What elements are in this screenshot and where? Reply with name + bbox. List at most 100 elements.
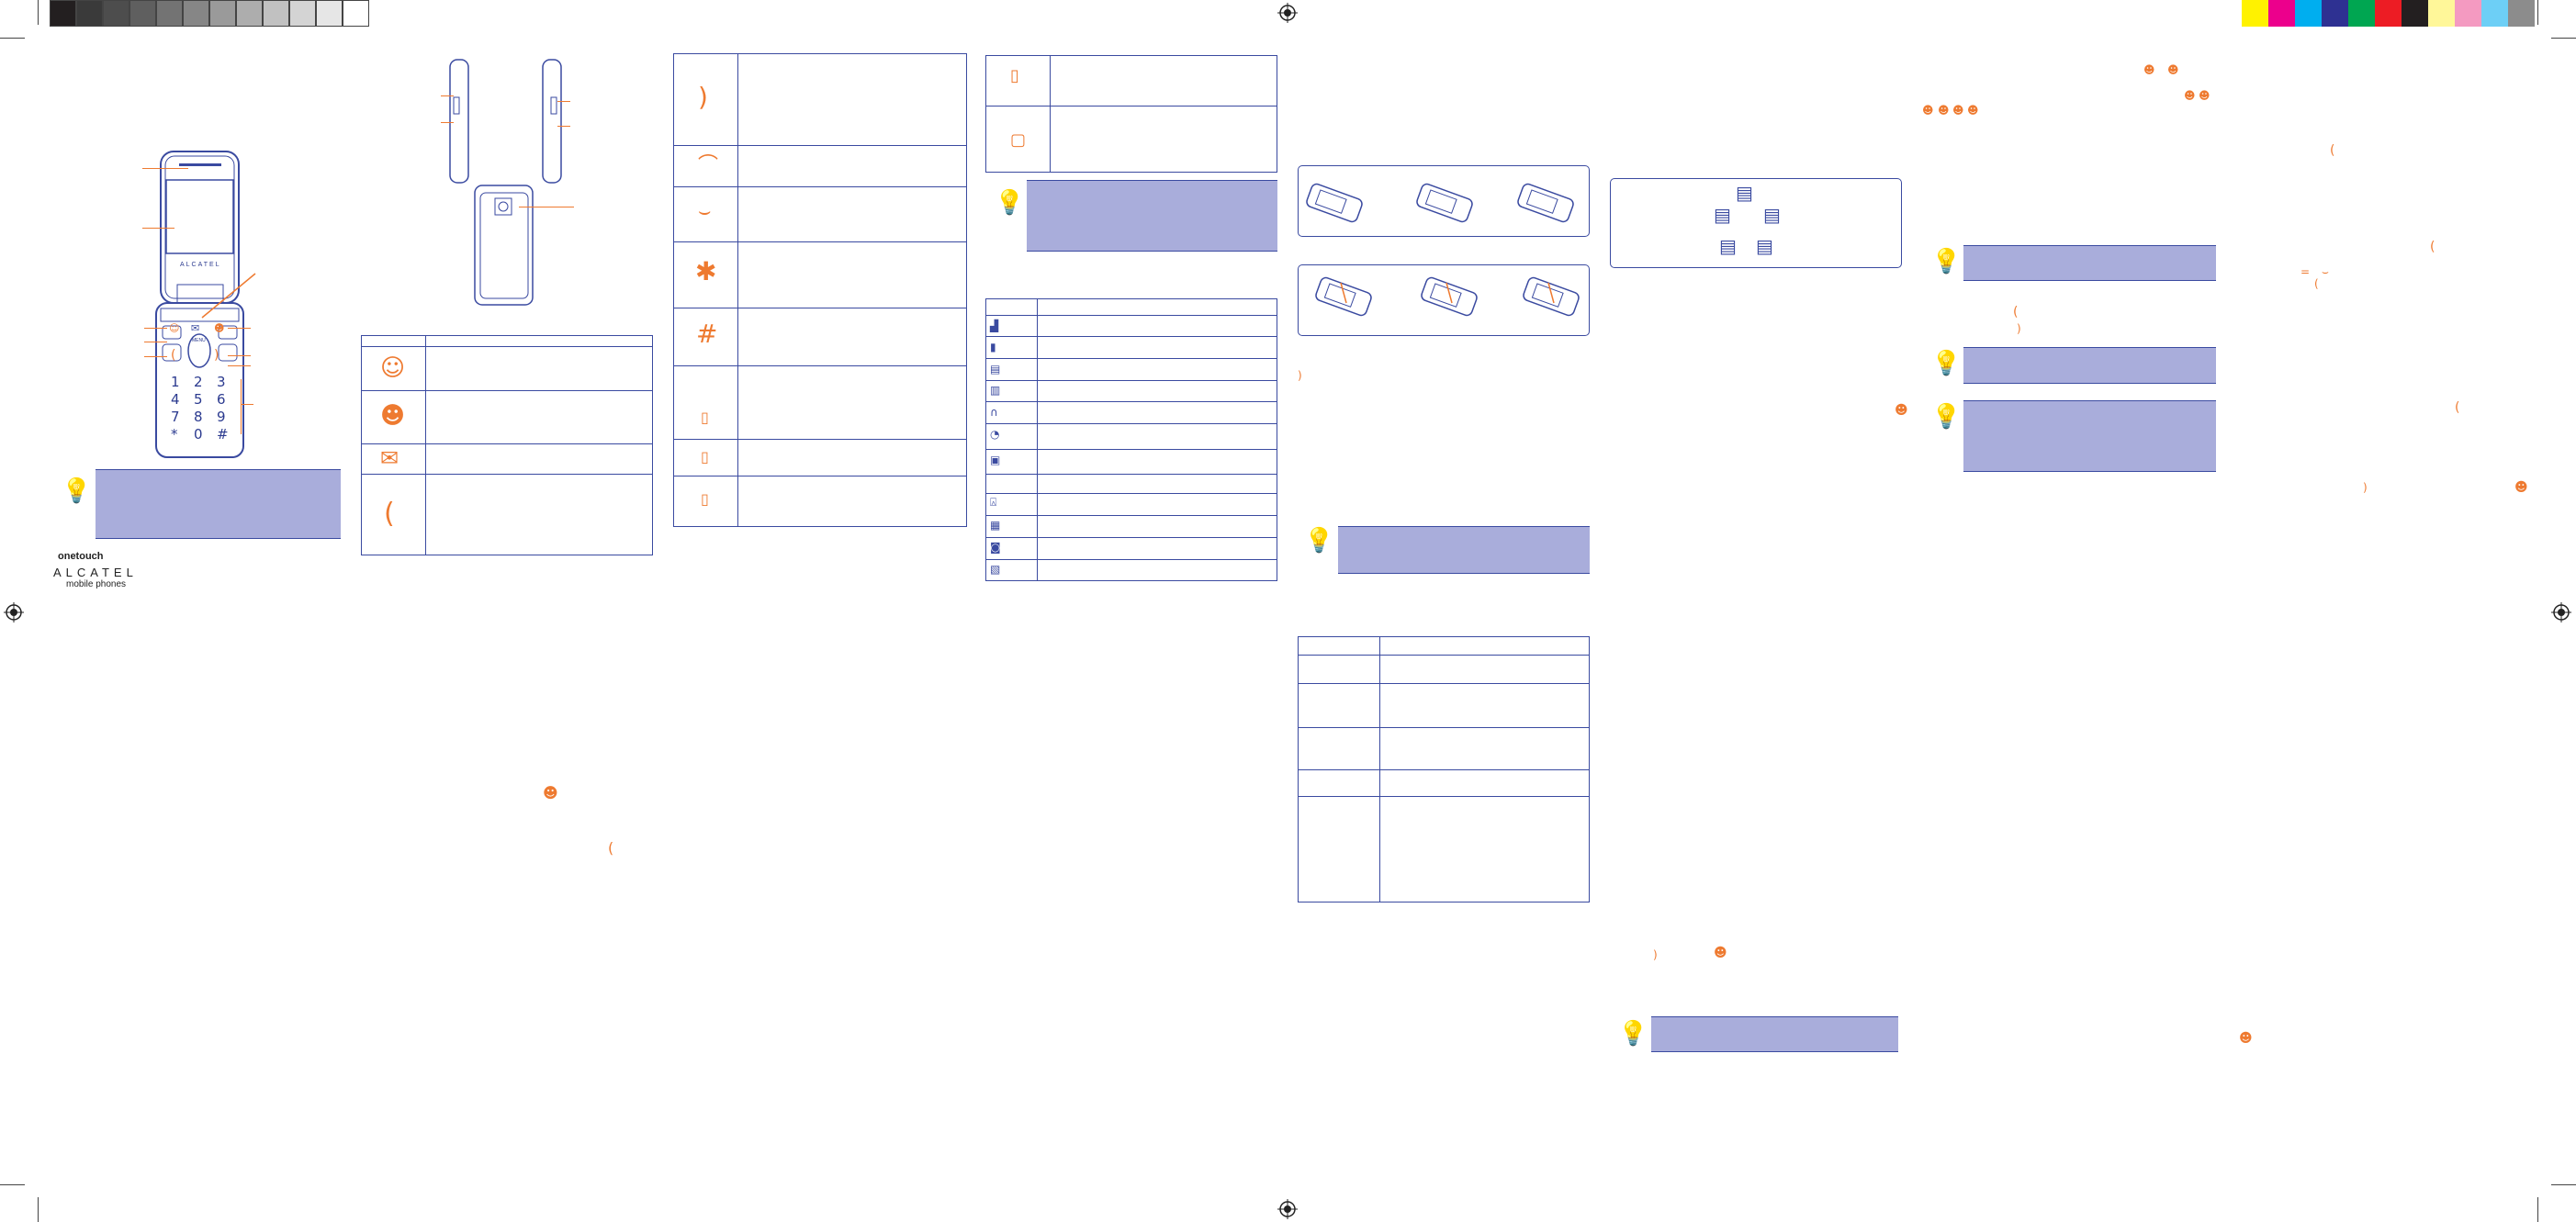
brand-onetouch: onetouch [58, 551, 104, 562]
phone-front-drawing [155, 151, 244, 458]
up-icon: ⌒ [698, 154, 719, 177]
table-rule [985, 537, 1277, 538]
phone-battery-drawing [1306, 183, 1363, 223]
callout-line [241, 404, 253, 405]
color-swatch [2268, 0, 2295, 27]
color-swatch [2508, 0, 2535, 27]
callout-line [557, 101, 570, 102]
table-rule [985, 423, 1277, 424]
voicemail-icon: ◙ [990, 541, 1001, 554]
callout-line [228, 365, 251, 366]
table-rule [985, 380, 1277, 381]
keypad-key: 2 [194, 374, 203, 390]
color-swatch [2295, 0, 2322, 27]
color-swatch [209, 0, 236, 27]
registration-mark-bottom [1277, 1199, 1298, 1219]
color-swatch [2402, 0, 2428, 27]
color-swatch [156, 0, 183, 27]
phone-back [474, 185, 534, 306]
callout-line [228, 355, 251, 356]
call-icon: ( [2330, 143, 2335, 158]
color-swatch [263, 0, 289, 27]
key-table [673, 53, 967, 527]
table-rule [673, 186, 967, 187]
sim-icon: ▤ [1719, 235, 1737, 257]
color-swatch [2242, 0, 2268, 27]
table-rule [1298, 727, 1590, 728]
lightbulb-icon: 💡 [1931, 403, 1962, 431]
lightbulb-icon: 💡 [1931, 248, 1962, 275]
callout-line [241, 379, 242, 434]
headset-icon: ∩ [990, 406, 998, 419]
phone-side-right [542, 59, 562, 184]
phone-battery-drawing [1416, 183, 1473, 223]
tip-note [96, 469, 341, 539]
hangup-icon: ) [1298, 369, 1302, 382]
color-swatch [103, 0, 129, 27]
keypad-key: 6 [217, 391, 226, 408]
crop-mark [2551, 38, 2576, 39]
side-key-table [985, 55, 1277, 173]
keypad-key: 0 [194, 426, 203, 443]
color-swatch [2428, 0, 2455, 27]
mail-icon: ✉ [380, 445, 399, 471]
hangup-key-icon: ) [214, 348, 219, 363]
callout-line [144, 356, 167, 357]
table-rule [1298, 655, 1590, 656]
side-key-icon: ▯ [701, 490, 709, 508]
side-key-icon: ▯ [701, 448, 709, 465]
color-swatch [2481, 0, 2508, 27]
color-swatch [183, 0, 209, 27]
table-rule [985, 358, 1277, 359]
vibrate-icon: ⍓ [990, 496, 997, 509]
hangup-icon: ) [698, 82, 708, 112]
contact-icon: ☻ [2143, 63, 2155, 76]
keypad-key: 4 [171, 391, 180, 408]
table-rule [985, 515, 1277, 516]
side-key-icon: ▯ [1010, 66, 1019, 85]
crop-mark [2537, 1197, 2538, 1222]
sim-icon: ▤ [1763, 204, 1781, 226]
profile-icon: ☻ [1895, 403, 1908, 418]
phone-battery-drawing [1315, 276, 1372, 317]
callout-line [441, 95, 454, 96]
color-swatch [2348, 0, 2375, 27]
phone-side-left [449, 59, 469, 184]
tip-note [1963, 347, 2216, 384]
tip-note [1963, 400, 2216, 472]
registration-mark-right [2551, 602, 2571, 622]
lightbulb-icon: 💡 [62, 477, 92, 505]
color-swatch [50, 0, 76, 27]
profile-key-icon: ☻ [214, 322, 225, 334]
crop-mark [0, 1184, 25, 1185]
table-rule [361, 474, 653, 475]
screen-brand: ALCATEL [180, 262, 221, 268]
icon-table [361, 335, 653, 555]
table-rule [1298, 683, 1590, 684]
profile-icon: ☻ [2514, 480, 2528, 495]
keypad-key: 5 [194, 391, 203, 408]
message-key-icon: ✉ [191, 322, 200, 334]
roaming-icon: ▦ [990, 519, 1001, 532]
memory-icon: ▣ [990, 454, 1001, 466]
color-swatch [2375, 0, 2402, 27]
profile-icon: ☻ [1967, 104, 1979, 117]
flashlight-icon: ▢ [1010, 130, 1027, 150]
crop-mark [38, 0, 39, 25]
table-rule [985, 401, 1277, 402]
sim-icon: ▤ [1714, 204, 1731, 226]
table-rule [985, 106, 1277, 107]
contact-key-icon: ☺ [169, 322, 180, 334]
callout-line [441, 122, 454, 123]
table-rule [361, 346, 653, 347]
keypad-key: 7 [171, 409, 180, 425]
brand-alcatel: ALCATEL [53, 566, 138, 579]
up-icon: = [2300, 265, 2311, 278]
table-rule [1037, 298, 1038, 581]
table-rule [985, 474, 1277, 475]
tip-note [1963, 245, 2216, 281]
crop-mark [38, 1197, 39, 1222]
profile-icon: ☻ [1714, 946, 1727, 960]
keyboard-lock-icon: ▤ [990, 363, 1001, 376]
callout-line [142, 228, 174, 229]
